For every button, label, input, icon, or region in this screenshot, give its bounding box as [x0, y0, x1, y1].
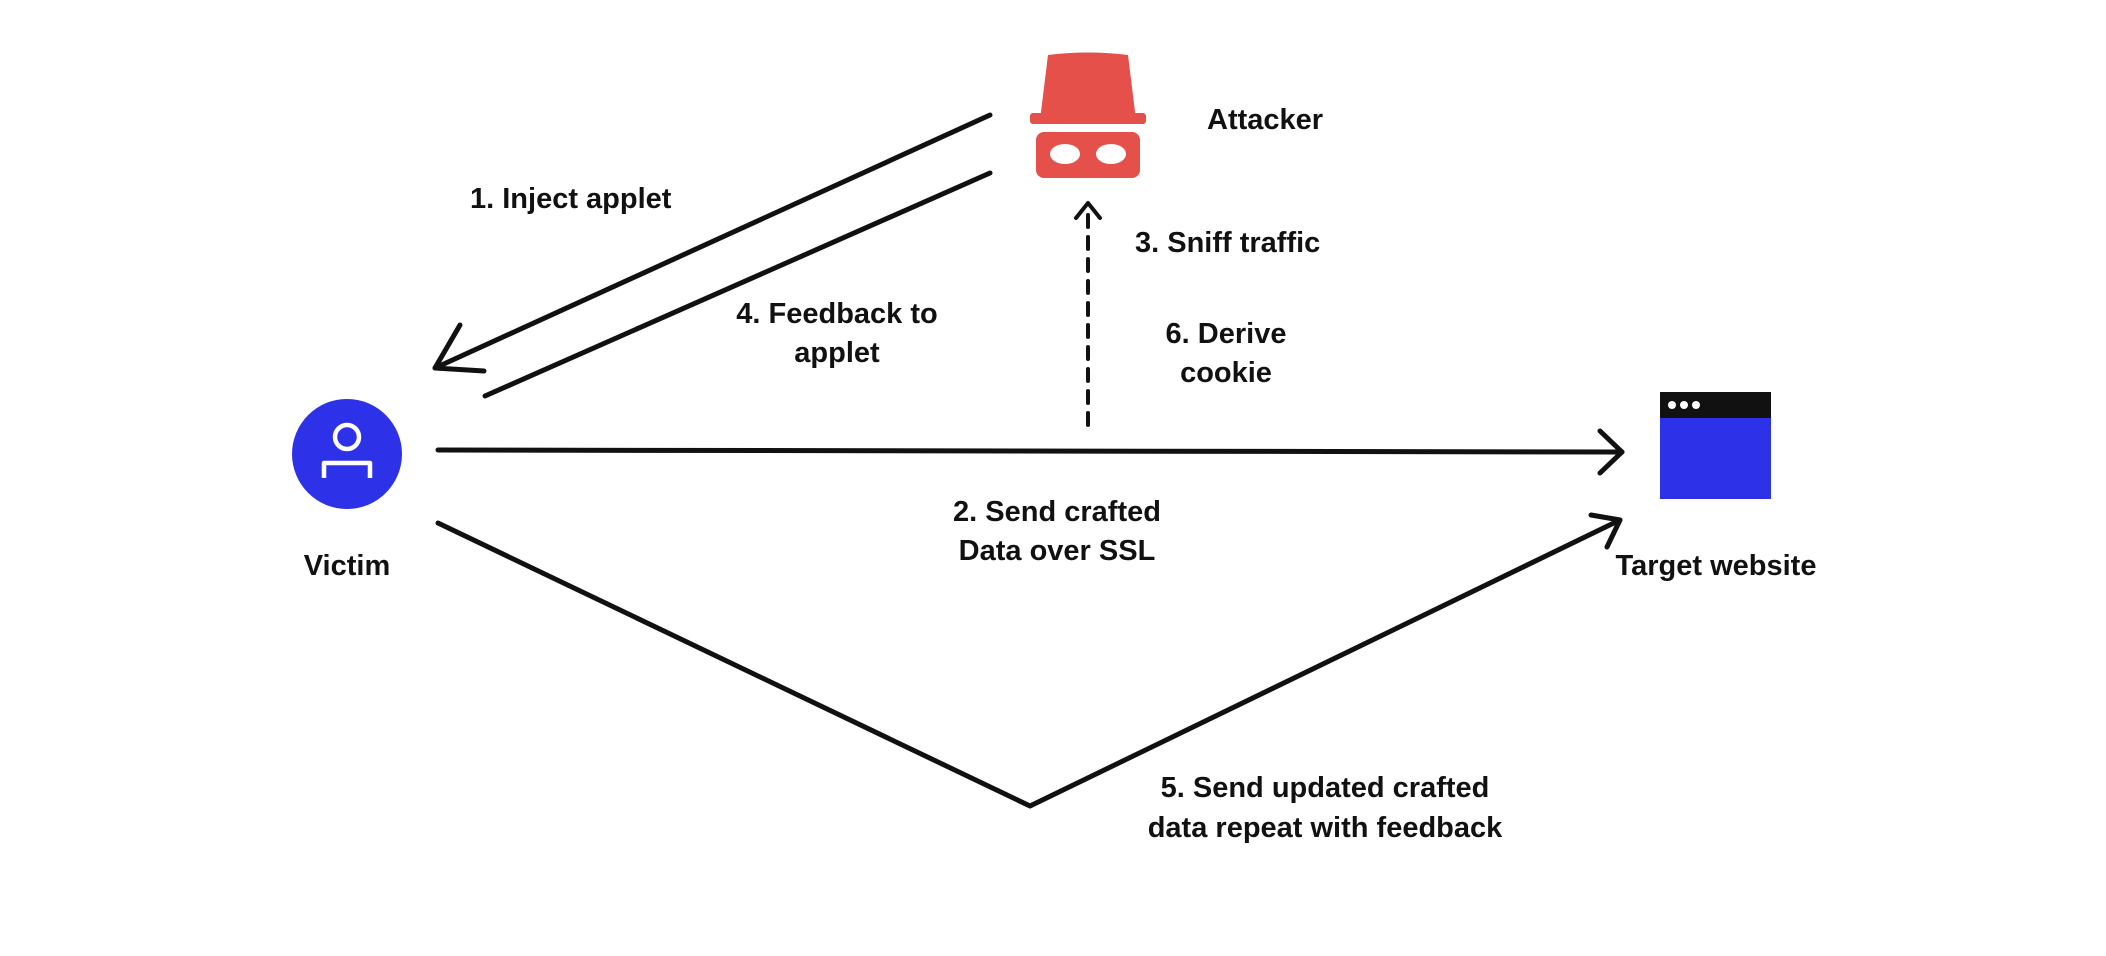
browser-dot-3 — [1692, 401, 1700, 409]
browser-dot-1 — [1668, 401, 1676, 409]
step-4-label-line1: 4. Feedback to — [736, 298, 937, 330]
spy-eye-left — [1050, 144, 1080, 164]
victim-body — [321, 460, 373, 478]
sniff-traffic-arrowhead — [1074, 201, 1102, 220]
step-6-label-line1: 6. Derive — [1166, 318, 1287, 350]
step-5-label-line1: 5. Send updated crafted — [1161, 772, 1490, 804]
step-6-label-line2: cookie — [1180, 357, 1272, 389]
step-2-label-line2: Data over SSL — [959, 535, 1156, 567]
feedback-line — [482, 170, 993, 399]
step-2-label-line1: 2. Send crafted — [953, 496, 1161, 528]
user-icon — [292, 399, 402, 509]
spy-eye-right — [1096, 144, 1126, 164]
browser-dot-2 — [1680, 401, 1688, 409]
victim-label: Victim — [304, 550, 391, 582]
step-3-label: 3. Sniff traffic — [1135, 227, 1320, 259]
connectors — [432, 112, 1625, 809]
browser-window-header — [1660, 392, 1771, 418]
step-1-label: 1. Inject applet — [470, 183, 672, 215]
victim-circle — [292, 399, 402, 509]
inject-applet-arrow — [432, 112, 993, 371]
spy-hat-brim — [1030, 113, 1146, 124]
target-website-label: Target website — [1616, 550, 1817, 582]
send-updated-arrowhead — [1588, 512, 1623, 550]
step-4-label-line2: applet — [794, 337, 880, 369]
send-crafted-arrowhead — [1597, 428, 1625, 476]
send-crafted-arrow — [435, 447, 1625, 455]
send-updated-arrow — [435, 517, 1623, 809]
victim-head — [332, 422, 362, 452]
spy-mask — [1036, 132, 1140, 178]
browser-window-icon — [1660, 392, 1771, 499]
spy-icon — [1030, 52, 1146, 178]
attacker-label: Attacker — [1207, 104, 1323, 136]
spy-hat-crown — [1040, 52, 1136, 120]
step-5-label-line2: data repeat with feedback — [1148, 812, 1503, 844]
inject-applet-arrowhead — [432, 322, 487, 374]
